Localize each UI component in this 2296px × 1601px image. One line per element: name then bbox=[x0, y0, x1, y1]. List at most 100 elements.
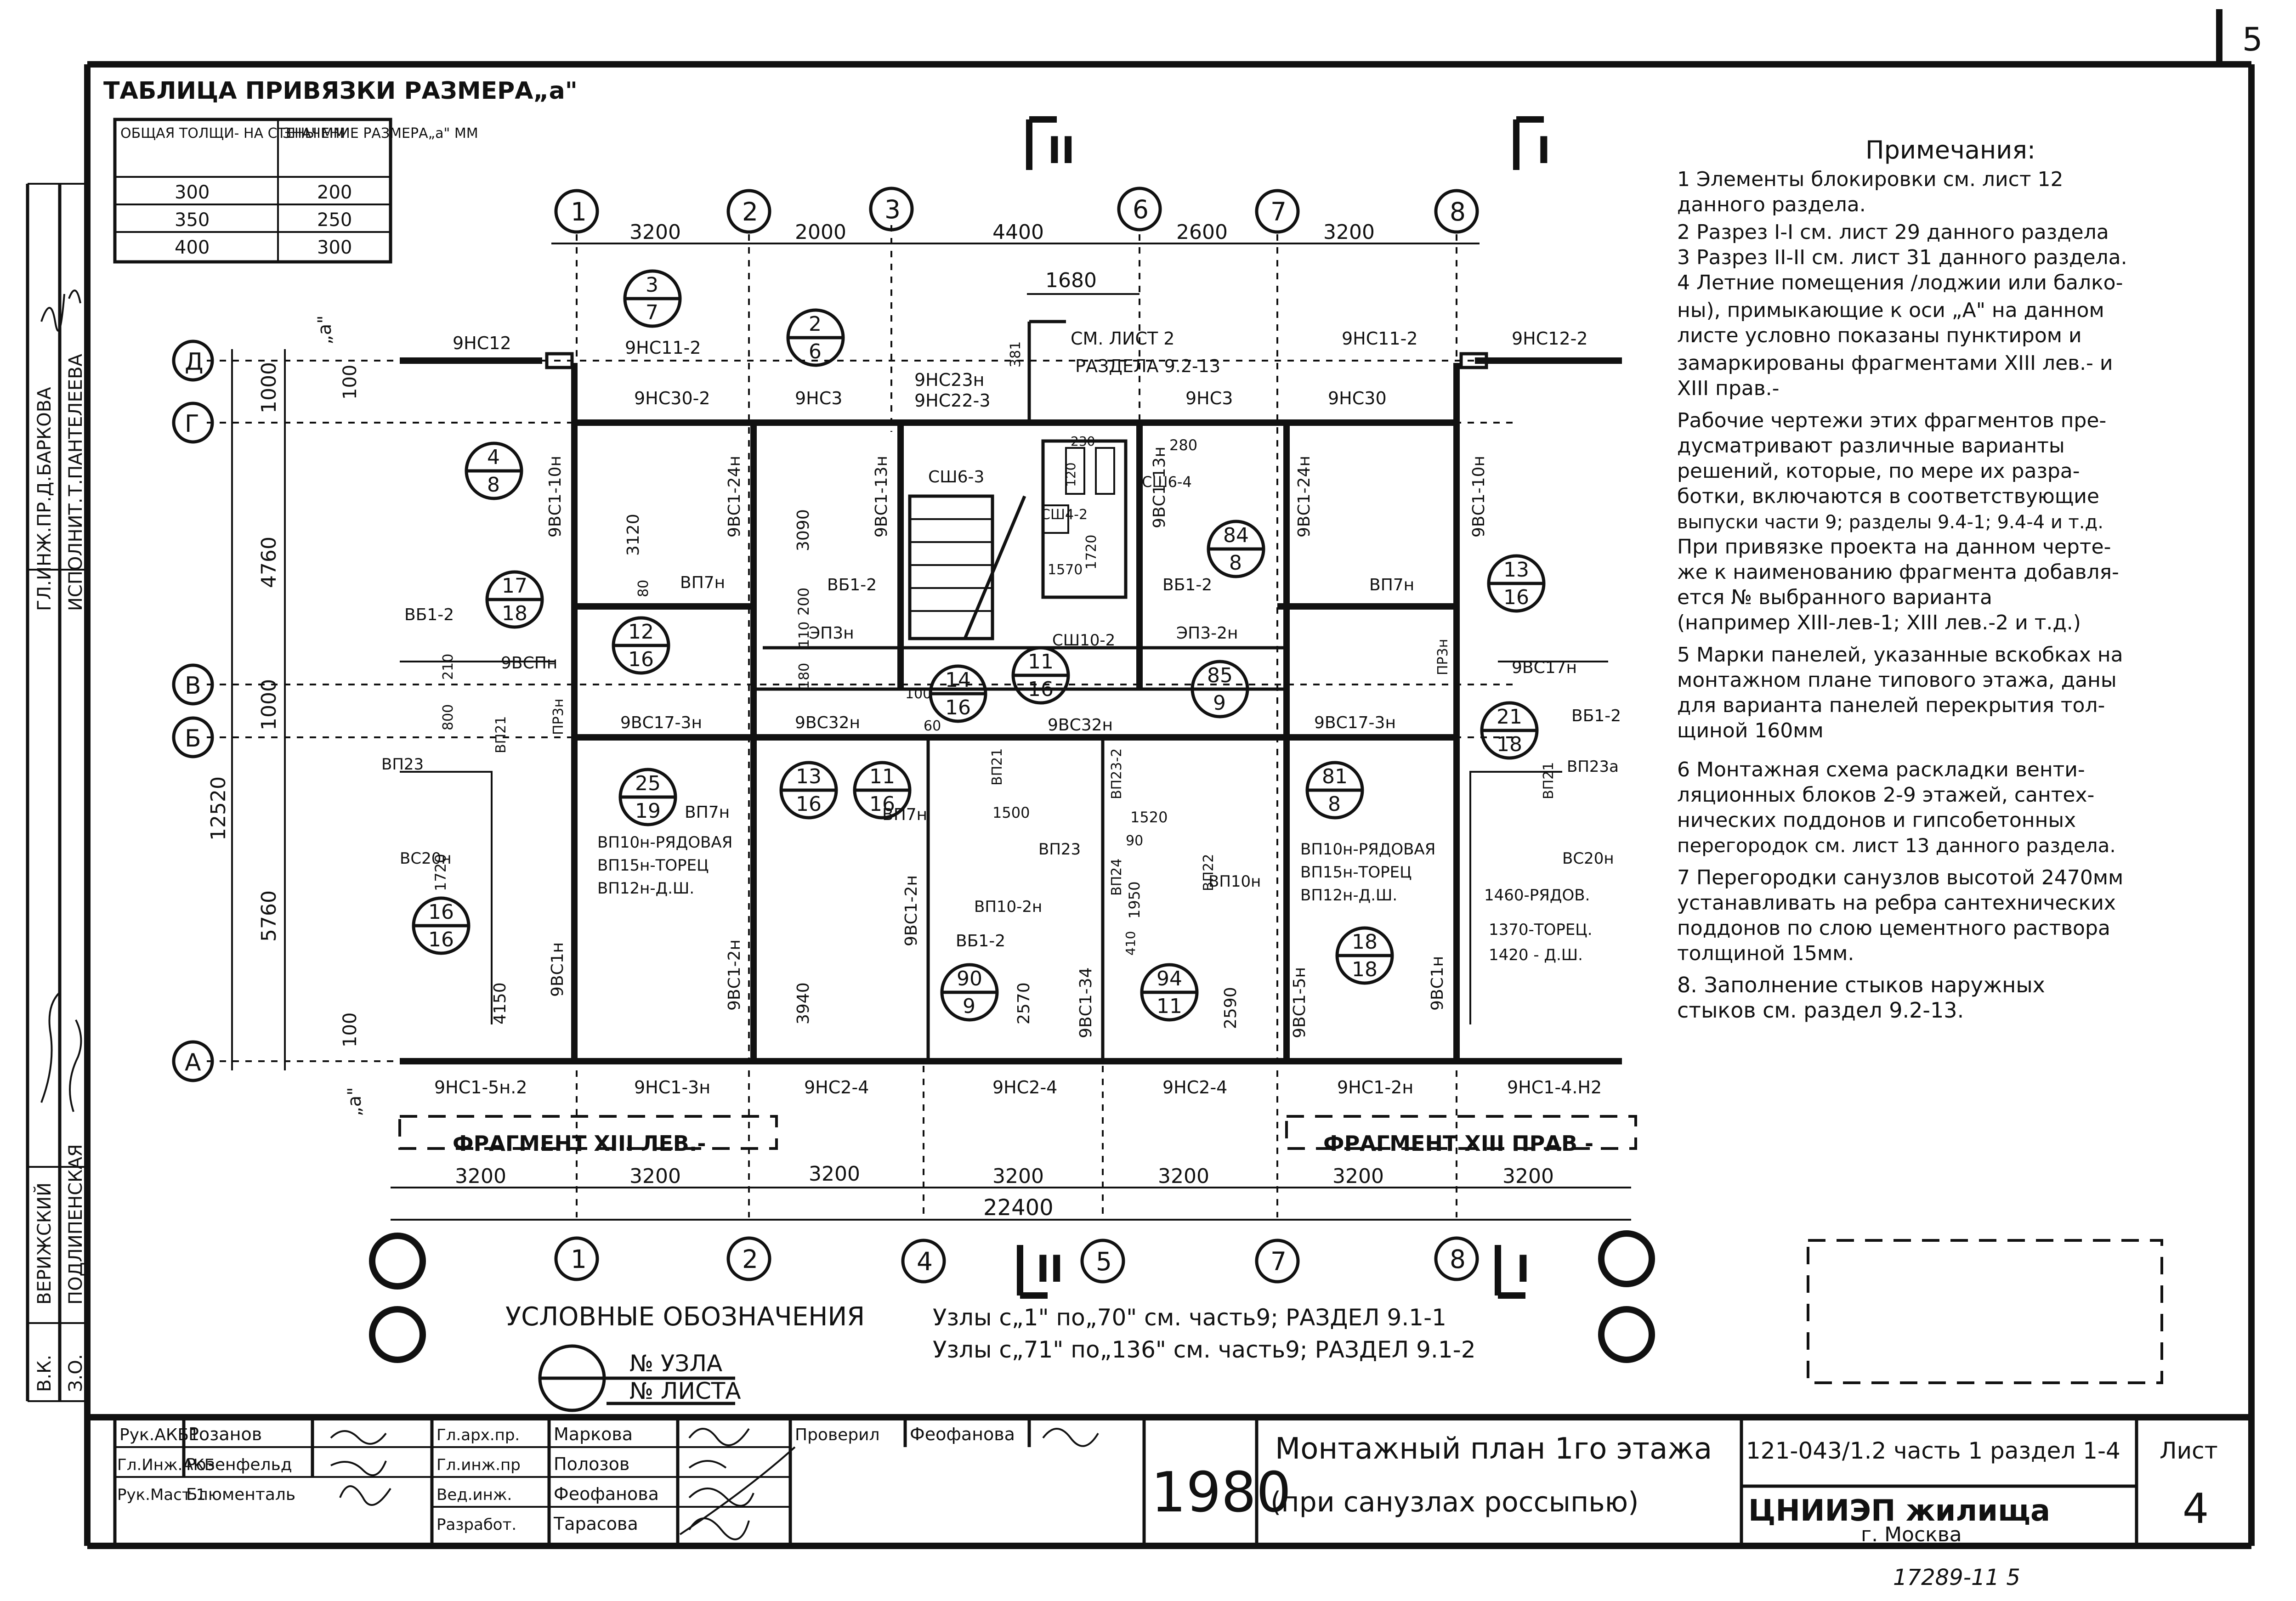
panel-label: ВС20н bbox=[1562, 849, 1614, 868]
strip-label: Т.ПАНТЕЛЕЕВА bbox=[65, 354, 86, 497]
panel-label: 9ВС1-34 bbox=[1077, 967, 1095, 1038]
svg-text:18: 18 bbox=[1352, 930, 1378, 954]
node-callout: 818 bbox=[1305, 761, 1364, 820]
table-header-1: ОБЩАЯ ТОЛЩИ- НА СТЕНЫ ММ bbox=[120, 125, 345, 141]
tb-name: Полозов bbox=[554, 1454, 629, 1474]
axis-left-label: Д bbox=[185, 348, 204, 376]
strip-label: ИСПОЛНИТ. bbox=[65, 498, 86, 611]
panel-label: 9НС30 bbox=[1328, 388, 1387, 408]
small-dim: 80 bbox=[635, 580, 652, 597]
panel-label: 9НС2-4 bbox=[804, 1077, 869, 1098]
svg-text:90: 90 bbox=[957, 967, 982, 990]
svg-text:11: 11 bbox=[1157, 995, 1182, 1018]
svg-text:6: 6 bbox=[809, 340, 822, 363]
dim-left: 5760 bbox=[257, 890, 281, 942]
note-line: монтажном плане типового этажа, даны bbox=[1677, 668, 2117, 692]
panel-label: 9НС3 bbox=[1185, 388, 1233, 408]
panel-label: 9ВС17-3н bbox=[1314, 713, 1396, 732]
panel-label: 9НС1-5н.2 bbox=[434, 1077, 527, 1098]
sheet-frame: 5 bbox=[84, 9, 2263, 1549]
note-line: данного раздела. bbox=[1677, 193, 1866, 216]
note-line: При привязке проекта на данном черте- bbox=[1677, 535, 2111, 559]
axis-bottom-label: 2 bbox=[742, 1245, 758, 1274]
note-line: же к наименованию фрагмента добавля- bbox=[1677, 560, 2119, 584]
panel-label: 9ВС17н bbox=[1512, 658, 1577, 677]
tb-role: Гл.инж.пр bbox=[437, 1456, 521, 1474]
panel-label: 9НС2-4 bbox=[992, 1077, 1057, 1098]
panel-label: 9НС11-2 bbox=[1342, 328, 1418, 349]
note-line: (например XIII-лев-1; XIII лев.-2 и т.д.… bbox=[1677, 611, 2081, 634]
panel-label: ВП21 bbox=[493, 716, 509, 753]
tb-sheet-label: Лист bbox=[2160, 1437, 2218, 1464]
note-line: выпуски части 9; разделы 9.4-1; 9.4-4 и … bbox=[1677, 512, 2103, 533]
tb-name: Розенфельд bbox=[186, 1455, 292, 1474]
axis-bottom-label: 4 bbox=[917, 1247, 933, 1276]
small-dim: 410 bbox=[1123, 931, 1138, 956]
svg-text:13: 13 bbox=[1503, 558, 1529, 582]
dim-left: 12520 bbox=[207, 776, 230, 841]
svg-text:16: 16 bbox=[796, 792, 822, 816]
note-line: 8. Заполнение стыков наружных bbox=[1677, 973, 2045, 997]
tb-role: Гл.Инж.АКБ bbox=[117, 1456, 215, 1474]
note-line: 6 Монтажная схема раскладки венти- bbox=[1677, 758, 2085, 781]
note-line: решений, которые, по мере их разра- bbox=[1677, 459, 2080, 483]
small-dim: 180 bbox=[796, 663, 812, 689]
tb-role: Проверил bbox=[795, 1426, 880, 1444]
axis-left-label: Б bbox=[185, 725, 201, 752]
panel-label: ВБ1-2 bbox=[827, 576, 877, 594]
tb-name: Блюменталь bbox=[186, 1485, 295, 1504]
svg-text:9: 9 bbox=[963, 995, 975, 1018]
dim-left: „a" bbox=[344, 1087, 365, 1116]
small-dim: 280 bbox=[1169, 436, 1197, 454]
panel-label: 9ВС32н bbox=[795, 713, 860, 732]
panel-label: ВП23 bbox=[381, 755, 424, 774]
svg-text:18: 18 bbox=[502, 602, 527, 625]
legend-title: УСЛОВНЫЕ ОБОЗНАЧЕНИЯ bbox=[505, 1302, 865, 1332]
panel-label: ПР3н bbox=[550, 699, 567, 735]
note-line: дусматривают различные варианты bbox=[1677, 434, 2065, 458]
svg-text:2: 2 bbox=[809, 312, 822, 336]
panel-label: 9ВС1-13н bbox=[872, 456, 891, 537]
axis-left-label: А bbox=[185, 1049, 201, 1076]
strip-label: Д.БАРКОВА bbox=[34, 387, 55, 496]
svg-text:19: 19 bbox=[635, 799, 661, 823]
dim-top: 2000 bbox=[795, 221, 846, 244]
strip-label: З.О. bbox=[65, 1354, 86, 1392]
svg-text:16: 16 bbox=[428, 928, 454, 951]
note-line: Рабочие чертежи этих фрагментов пре- bbox=[1677, 409, 2106, 432]
panel-label: 9ВС32н bbox=[1048, 716, 1113, 735]
svg-text:17: 17 bbox=[502, 574, 527, 598]
svg-text:16: 16 bbox=[945, 696, 971, 719]
small-dim: 1570 bbox=[1048, 562, 1083, 578]
svg-text:16: 16 bbox=[1503, 586, 1529, 609]
panel-label: ВП15н-ТОРЕЦ bbox=[1300, 863, 1412, 882]
panel-label: 9НС11-2 bbox=[625, 338, 701, 358]
table-cell: 300 bbox=[175, 182, 210, 203]
svg-text:14: 14 bbox=[945, 668, 971, 692]
node-callout: 26 bbox=[786, 308, 845, 367]
tb-title: Монтажный план 1го этажа bbox=[1275, 1432, 1712, 1466]
small-dim: 200 bbox=[795, 588, 812, 616]
small-dim: 3940 bbox=[794, 982, 813, 1024]
legend-ref: Узлы с„71" по„136" см. часть9; РАЗДЕЛ 9.… bbox=[933, 1336, 1476, 1363]
dim-bottom: 3200 bbox=[1332, 1165, 1384, 1188]
tb-city: г. Москва bbox=[1861, 1523, 1962, 1546]
note-line: устанавливать на ребра сантехнических bbox=[1677, 891, 2116, 915]
section-mark: II bbox=[1036, 1248, 1064, 1290]
note-line: замаркированы фрагментами XIII лев.- и bbox=[1677, 351, 2113, 375]
tb-role: Рук.АКБ1 bbox=[119, 1426, 199, 1444]
table-cell: 300 bbox=[317, 237, 352, 258]
svg-text:7: 7 bbox=[646, 301, 658, 324]
panel-label: ВП10н-РЯДОВАЯ bbox=[1300, 840, 1435, 859]
note-line: щиной 160мм bbox=[1677, 719, 1824, 742]
axis-top-label: 6 bbox=[1133, 195, 1149, 224]
dim-bottom: 3200 bbox=[1158, 1165, 1209, 1188]
note-line: 4 Летние помещения /лоджии или балко- bbox=[1677, 271, 2123, 294]
